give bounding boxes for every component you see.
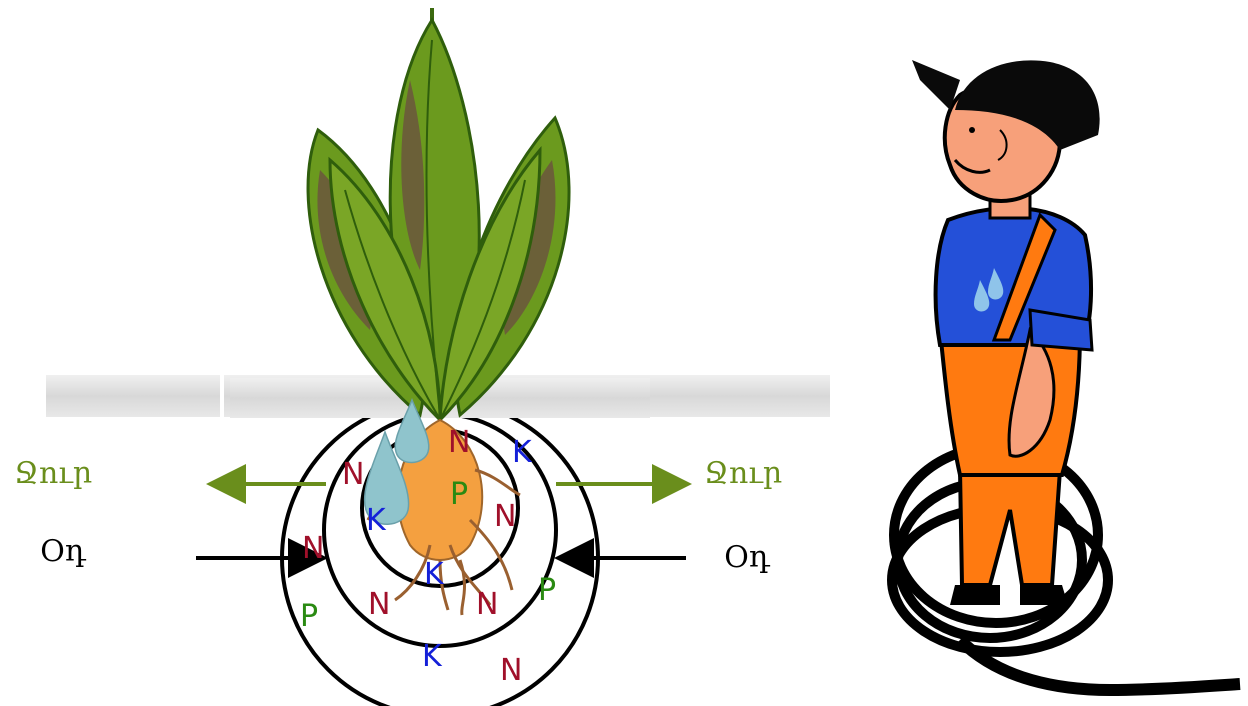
- hose-coil-icon: [892, 447, 1240, 690]
- nutrient-label: N: [494, 499, 516, 534]
- nutrient-label: P: [450, 477, 468, 512]
- nutrient-label: N: [302, 531, 324, 566]
- nutrient-label: K: [422, 639, 443, 674]
- nutrient-label: K: [512, 435, 533, 470]
- nutrient-label: K: [424, 557, 445, 592]
- nutrient-label: P: [300, 599, 318, 634]
- nutrient-label: P: [538, 573, 556, 608]
- nutrient-label: K: [366, 503, 387, 538]
- nutrient-label: N: [368, 587, 390, 622]
- air-label-left: Օդ: [40, 534, 86, 569]
- nutrient-label: N: [476, 587, 498, 622]
- water-label-right: Ջուր: [704, 456, 782, 491]
- water-label-left: Ջուր: [14, 456, 92, 491]
- air-label-right: Օդ: [724, 540, 770, 575]
- plant-illustration: [308, 8, 569, 420]
- nutrient-label: N: [342, 457, 364, 492]
- nutrient-label: N: [448, 425, 470, 460]
- gardener-illustration: [892, 60, 1240, 690]
- nutrient-label: N: [500, 653, 522, 688]
